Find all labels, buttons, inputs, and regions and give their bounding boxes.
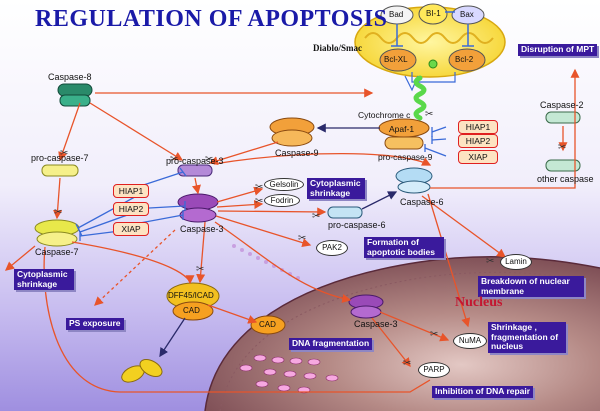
disruption-mpt-box: Disruption of MPT bbox=[518, 44, 598, 56]
cytochrome-c-release bbox=[413, 75, 427, 121]
svg-text:✂: ✂ bbox=[255, 196, 263, 207]
bi1-label: BI-1 bbox=[426, 9, 441, 18]
pro-caspase-6-label: pro-caspase-6 bbox=[328, 220, 386, 230]
pro-caspase-7-label: pro-caspase-7 bbox=[31, 153, 89, 163]
dna-beads bbox=[239, 354, 339, 394]
caspase-8-shape bbox=[57, 83, 93, 107]
bax-label: Bax bbox=[460, 10, 474, 19]
pak2-oval: PAK2 bbox=[316, 240, 348, 256]
bcl2-protein bbox=[448, 48, 486, 72]
apoptotic-bodies-box: Formation of apoptotic bodies bbox=[364, 237, 444, 258]
parp-oval: PARP bbox=[418, 362, 450, 378]
svg-text:✂: ✂ bbox=[54, 207, 62, 218]
dff45-label: DFF45/ICAD bbox=[168, 291, 214, 300]
svg-text:✂: ✂ bbox=[298, 233, 306, 244]
nuclear-membrane-box: Breakdown of nuclear membrane bbox=[478, 276, 584, 297]
bi1-protein bbox=[418, 3, 448, 25]
hiap2-upper-chip: HIAP2 bbox=[458, 134, 498, 148]
pro-caspase-7-shape bbox=[41, 164, 79, 177]
page-title: REGULATION OF APOPTOSIS bbox=[35, 6, 388, 32]
cad-free-label: CAD bbox=[259, 320, 276, 329]
caspase-9-shape bbox=[269, 117, 315, 147]
dff45-cad-shape bbox=[166, 282, 286, 335]
nucleus-label: Nucleus bbox=[455, 295, 503, 310]
numa-oval: NuMA bbox=[453, 333, 487, 349]
mitochondrion bbox=[354, 3, 506, 92]
apoptosome-shape bbox=[378, 118, 430, 150]
svg-text:✂: ✂ bbox=[403, 358, 411, 369]
cleavage-scissors: ✂ ✂ ✂ ✂ ✂ ✂ ✂ ✂ ✂ ✂ ✂ ✂ ✂ ✂ bbox=[54, 109, 566, 369]
bad-label: Bad bbox=[389, 10, 404, 19]
caspase-8-label: Caspase-8 bbox=[48, 72, 92, 82]
svg-text:✂: ✂ bbox=[170, 154, 178, 165]
pro-caspase-3-shape bbox=[177, 164, 213, 177]
caspase-3-nucleus-label: Caspase-3 bbox=[354, 319, 398, 329]
lamin-oval: Lamin bbox=[500, 254, 532, 270]
ps-exposure-box: PS exposure bbox=[66, 318, 124, 330]
nuclear-shrinkage-box: Shrinkage , fragmentation of nucleus bbox=[488, 322, 566, 353]
svg-text:✂: ✂ bbox=[205, 154, 213, 165]
caspase-7-shape bbox=[34, 219, 80, 247]
svg-text:✂: ✂ bbox=[430, 329, 438, 340]
cytoplasmic-shrinkage-left-box: Cytoplasmic shrinkage bbox=[14, 269, 74, 290]
caspase-6-label: Caspase-6 bbox=[400, 197, 444, 207]
hiap1-left-chip: HIAP1 bbox=[113, 184, 149, 198]
caspase-3-label: Caspase-3 bbox=[180, 224, 224, 234]
other-caspase-label: other caspase bbox=[537, 174, 594, 184]
apaf1-label: Apaf-1 bbox=[389, 124, 415, 134]
fodrin-oval: Fodrin bbox=[264, 194, 300, 207]
dna-repair-box: Inhibition of DNA repair bbox=[432, 386, 534, 398]
caspase-9-label: Caspase-9 bbox=[275, 148, 319, 158]
hiap2-left-chip: HIAP2 bbox=[113, 202, 149, 216]
dna-fragmentation-box: DNA fragmentation bbox=[289, 338, 373, 350]
svg-text:✂: ✂ bbox=[312, 211, 320, 222]
gelsolin-oval: Gelsolin bbox=[264, 178, 304, 191]
svg-text:✂: ✂ bbox=[558, 142, 566, 153]
pro-caspase-6-shape bbox=[327, 206, 363, 219]
caspase-6-shape bbox=[395, 167, 433, 194]
svg-text:✂: ✂ bbox=[425, 109, 433, 120]
caspase-2-label: Caspase-2 bbox=[540, 100, 584, 110]
svg-text:✂: ✂ bbox=[60, 148, 68, 159]
svg-text:✂: ✂ bbox=[486, 256, 494, 267]
xiap-upper-chip: XIAP bbox=[458, 150, 498, 164]
bcl2-label: Bcl-2 bbox=[455, 55, 474, 64]
caspase-2-shape bbox=[545, 111, 581, 172]
activation-arrows bbox=[4, 68, 580, 393]
cad-label: CAD bbox=[183, 306, 200, 315]
xiap-left-chip: XIAP bbox=[113, 222, 149, 236]
bclxl-label: Bcl-XL bbox=[384, 55, 408, 64]
caspase-3-nucleus-shape bbox=[348, 294, 384, 319]
svg-text:✂: ✂ bbox=[196, 264, 204, 275]
pro-caspase-9-label: pro-caspase-9 bbox=[378, 152, 433, 162]
pro-caspase-3-label: pro-caspase-3 bbox=[166, 156, 224, 166]
bclxl-protein bbox=[379, 48, 417, 72]
hiap1-upper-chip: HIAP1 bbox=[458, 120, 498, 134]
svg-text:✂: ✂ bbox=[255, 182, 263, 193]
cytoplasmic-shrinkage-box: Cytoplasmic shrinkage bbox=[307, 178, 365, 199]
caspase-7-label: Caspase-7 bbox=[35, 247, 79, 257]
diablo-label: Diablo/Smac bbox=[313, 43, 363, 53]
caspase-3-shape bbox=[177, 193, 219, 223]
dark-arrows bbox=[316, 123, 398, 210]
fragment-shapes bbox=[121, 358, 163, 383]
cytochrome-c-label: Cytochrome c bbox=[358, 110, 411, 120]
